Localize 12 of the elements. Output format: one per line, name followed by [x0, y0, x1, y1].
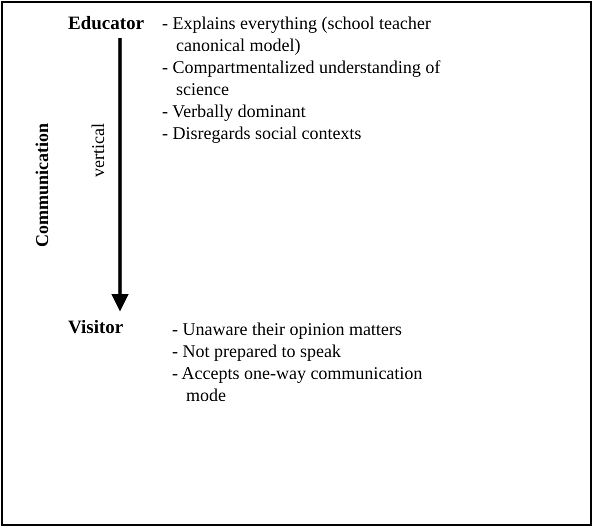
- bullet-text: - Compartmentalized understanding of science: [162, 56, 442, 100]
- arrow: [111, 38, 129, 312]
- axis-title: Communication: [33, 123, 51, 247]
- bullet-text: - Disregards social contexts: [162, 122, 362, 144]
- bullet-text: - Unaware their opinion matters: [172, 318, 403, 340]
- edge-label: vertical: [89, 123, 107, 177]
- bullet-text: - Explains everything (school teacher canonical model): [162, 12, 432, 56]
- role-label: Visitor: [68, 316, 124, 340]
- bullet-text: - Verbally dominant: [162, 100, 307, 122]
- role-label: Educator: [68, 12, 144, 36]
- bullet-text: - Accepts one-way communication mode: [172, 362, 424, 406]
- bullet-text: - Not prepared to speak: [172, 340, 342, 362]
